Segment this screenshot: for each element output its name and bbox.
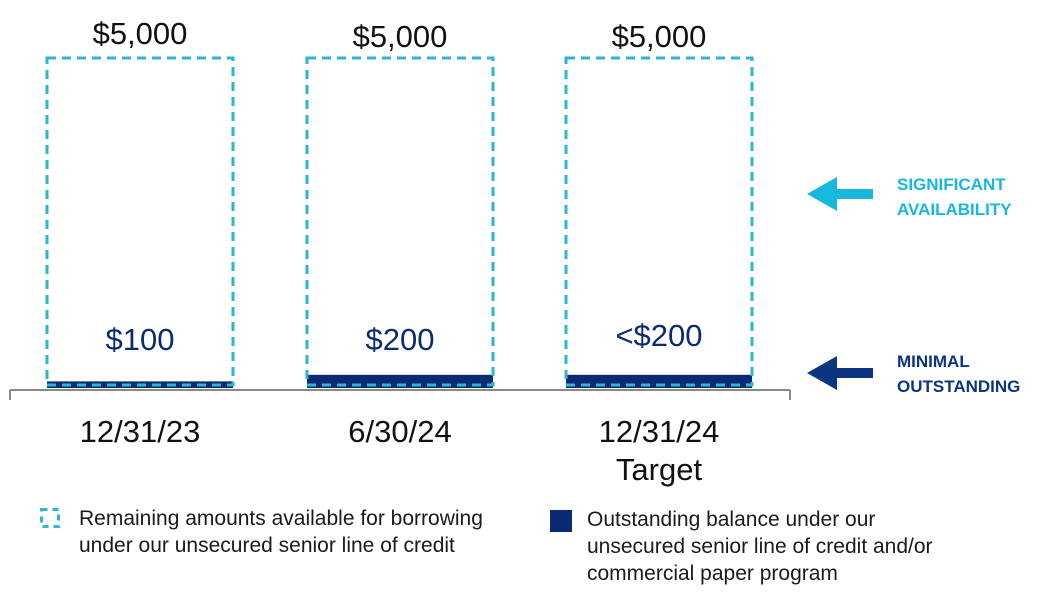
x-tick-label: 12/31/23	[80, 414, 201, 449]
callout-outstanding-label: OUTSTANDING	[897, 377, 1020, 396]
outstanding-label: $200	[366, 322, 435, 357]
legend-label-available: Remaining amounts available for borrowin…	[79, 507, 483, 557]
total-label: $5,000	[612, 19, 707, 54]
x-tick-label: 6/30/24	[348, 414, 451, 449]
arrow-left-icon	[807, 356, 873, 390]
callout-outstanding-label: MINIMAL	[897, 352, 970, 371]
outstanding-label: <$200	[615, 318, 702, 353]
outstanding-label: $100	[106, 322, 175, 357]
legend-label-outstanding: Outstanding balance under our unsecured …	[587, 508, 933, 585]
bar-available	[45, 56, 235, 387]
legend-swatch-outstanding	[550, 510, 572, 532]
callout-available-label: SIGNIFICANT	[897, 175, 1006, 194]
arrow-left-icon	[807, 177, 873, 211]
total-label: $5,000	[353, 19, 448, 54]
x-tick-label: 12/31/24	[599, 414, 720, 449]
bar-available	[305, 56, 495, 387]
total-label: $5,000	[93, 16, 188, 51]
callout-available-label: AVAILABILITY	[897, 200, 1012, 219]
legend-swatch-available	[40, 508, 60, 528]
x-tick-label: Target	[616, 452, 703, 487]
bar-available	[564, 56, 754, 387]
